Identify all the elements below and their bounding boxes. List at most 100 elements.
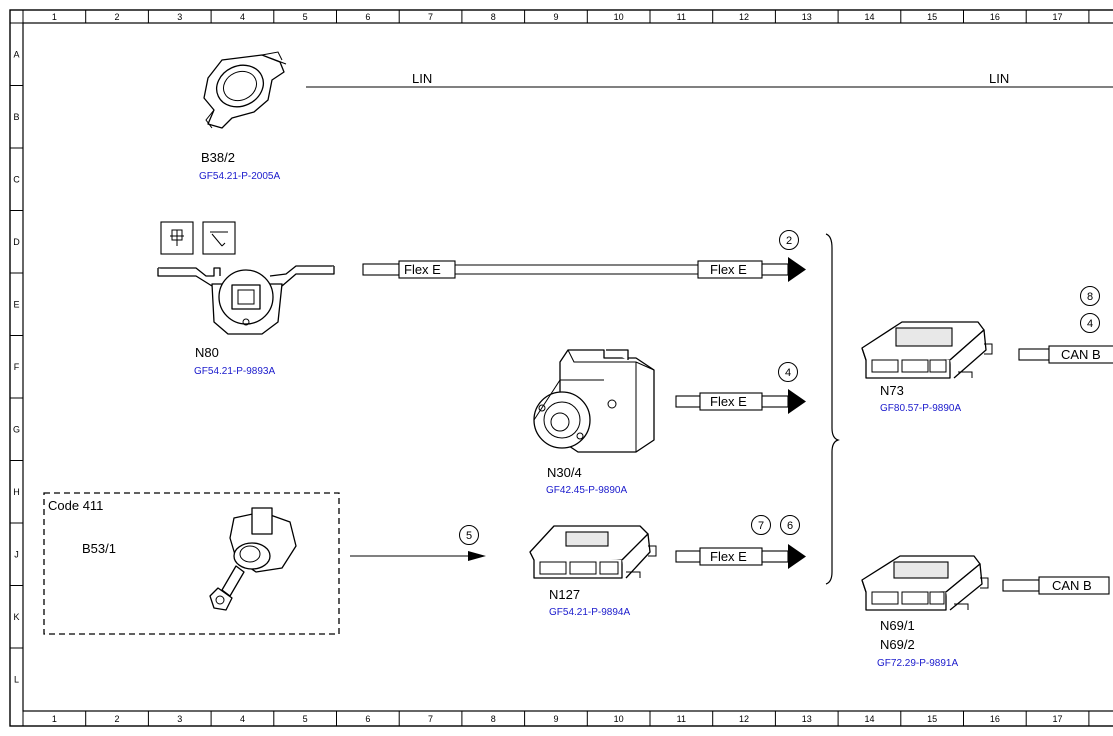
n127-code: N127 <box>549 587 580 602</box>
b53-1-code: B53/1 <box>82 541 116 556</box>
ruler-column-number: 12 <box>739 714 749 724</box>
ruler-row-letter: K <box>13 612 19 622</box>
n73-unit-drawing <box>861 321 993 379</box>
marker-n30-flex-text: 4 <box>785 367 791 379</box>
column-ruler-top: 123456789101112131415161718 <box>22 10 1090 23</box>
ruler-row-letter: E <box>13 299 19 309</box>
ruler-row-letter: D <box>13 237 20 247</box>
ruler-column-number: 16 <box>990 12 1000 22</box>
marker-n73-top-text: 8 <box>1087 291 1093 303</box>
flexray-brace <box>825 233 840 585</box>
n73-ref: GF80.57-P-9890A <box>880 403 961 414</box>
ruler-column-number: 13 <box>802 12 812 22</box>
ruler-column-number: 10 <box>614 12 624 22</box>
n69-2-code: N69/2 <box>880 637 915 652</box>
can-b-n69-label: CAN B <box>1052 578 1092 593</box>
ruler-column-number: 5 <box>303 714 308 724</box>
ruler-column-number: 17 <box>1053 714 1063 724</box>
ruler-column-number: 14 <box>864 714 874 724</box>
n80-steering-module-drawing <box>157 265 335 335</box>
ruler-column-number: 4 <box>240 714 245 724</box>
b38-2-code: B38/2 <box>201 150 235 165</box>
b53-to-n127-arrow <box>350 551 486 561</box>
flex-e-line-n80: Flex E Flex E <box>362 257 806 282</box>
ruler-column-number: 9 <box>553 12 558 22</box>
ruler-row-letter: L <box>14 674 19 684</box>
ruler-column-number: 7 <box>428 714 433 724</box>
ruler-column-number: 10 <box>614 714 624 724</box>
ruler-column-number: 3 <box>177 12 182 22</box>
marker-n80-flex-text: 2 <box>786 235 792 247</box>
ruler-column-number: 6 <box>365 12 370 22</box>
marker-n73-bottom: 4 <box>1080 313 1100 333</box>
n30-4-ref: GF42.45-P-9890A <box>546 485 627 496</box>
ruler-column-number: 11 <box>677 714 686 724</box>
n30-4-code: N30/4 <box>547 465 582 480</box>
column-ruler-bottom: 123456789101112131415161718 <box>22 711 1090 726</box>
can-b-line-n73: CAN B <box>1018 345 1113 364</box>
ruler-row-letter: F <box>14 362 20 372</box>
ruler-column-number: 15 <box>927 12 937 22</box>
n69-unit-drawing <box>861 555 989 611</box>
n69-1-code: N69/1 <box>880 618 915 633</box>
b38-2-sensor-drawing <box>203 51 287 129</box>
marker-b53-link-text: 5 <box>466 530 472 542</box>
n73-code: N73 <box>880 383 904 398</box>
code-411-label: Code 411 <box>48 498 103 513</box>
ruler-column-number: 5 <box>303 12 308 22</box>
ruler-column-number: 8 <box>491 12 496 22</box>
n127-unit-drawing <box>529 525 657 579</box>
ruler-row-letter: G <box>13 424 20 434</box>
b38-2-ref: GF54.21-P-2005A <box>199 171 280 182</box>
marker-n30-flex: 4 <box>778 362 798 382</box>
marker-n73-bottom-text: 4 <box>1087 318 1093 330</box>
b53-1-sensor-drawing <box>209 507 297 611</box>
diagram-frame <box>9 9 1113 727</box>
can-b-n73-label: CAN B <box>1061 347 1101 362</box>
ruler-column-number: 11 <box>677 12 686 22</box>
ruler-column-number: 4 <box>240 12 245 22</box>
ruler-column-number: 17 <box>1053 12 1063 22</box>
ruler-column-number: 13 <box>802 714 812 724</box>
ruler-column-number: 8 <box>491 714 496 724</box>
n80-ref: GF54.21-P-9893A <box>194 366 275 377</box>
can-b-line-n69: CAN B <box>1002 576 1110 595</box>
lin-label-right: LIN <box>989 71 1009 86</box>
ruler-column-number: 2 <box>115 714 120 724</box>
marker-n127-a-text: 7 <box>758 520 764 532</box>
marker-n73-top: 8 <box>1080 286 1100 306</box>
ruler-row-letter: C <box>13 174 20 184</box>
ruler-column-number: 1 <box>52 714 57 724</box>
lin-bus: LIN LIN <box>306 71 1113 88</box>
ruler-column-number: 12 <box>739 12 749 22</box>
flex-e-n80-end-label: Flex E <box>710 262 747 277</box>
marker-n80-flex: 2 <box>779 230 799 250</box>
ruler-column-number: 7 <box>428 12 433 22</box>
ruler-row-letter: J <box>14 549 19 559</box>
flex-e-line-n127: Flex E <box>675 544 806 569</box>
n69-ref: GF72.29-P-9891A <box>877 658 958 669</box>
ruler-column-number: 2 <box>115 12 120 22</box>
lin-label-left: LIN <box>412 71 432 86</box>
flex-e-n127-label: Flex E <box>710 549 747 564</box>
marker-n127-a: 7 <box>751 515 771 535</box>
ruler-column-number: 16 <box>990 714 1000 724</box>
ruler-row-letter: A <box>13 49 19 59</box>
n80-icon-boxes <box>160 221 236 255</box>
ruler-column-number: 6 <box>365 714 370 724</box>
marker-n127-b-text: 6 <box>787 520 793 532</box>
flex-e-n80-start-label: Flex E <box>404 262 441 277</box>
marker-b53-link: 5 <box>459 525 479 545</box>
n80-code: N80 <box>195 345 219 360</box>
ruler-row-letter: H <box>13 487 20 497</box>
flex-e-line-n30-4: Flex E <box>675 389 806 414</box>
ruler-column-number: 14 <box>864 12 874 22</box>
marker-n127-b: 6 <box>780 515 800 535</box>
ruler-column-number: 15 <box>927 714 937 724</box>
flex-e-n30-label: Flex E <box>710 394 747 409</box>
ruler-column-number: 9 <box>553 714 558 724</box>
code-411-box: Code 411 <box>43 492 340 635</box>
n30-4-unit-drawing <box>533 349 655 453</box>
